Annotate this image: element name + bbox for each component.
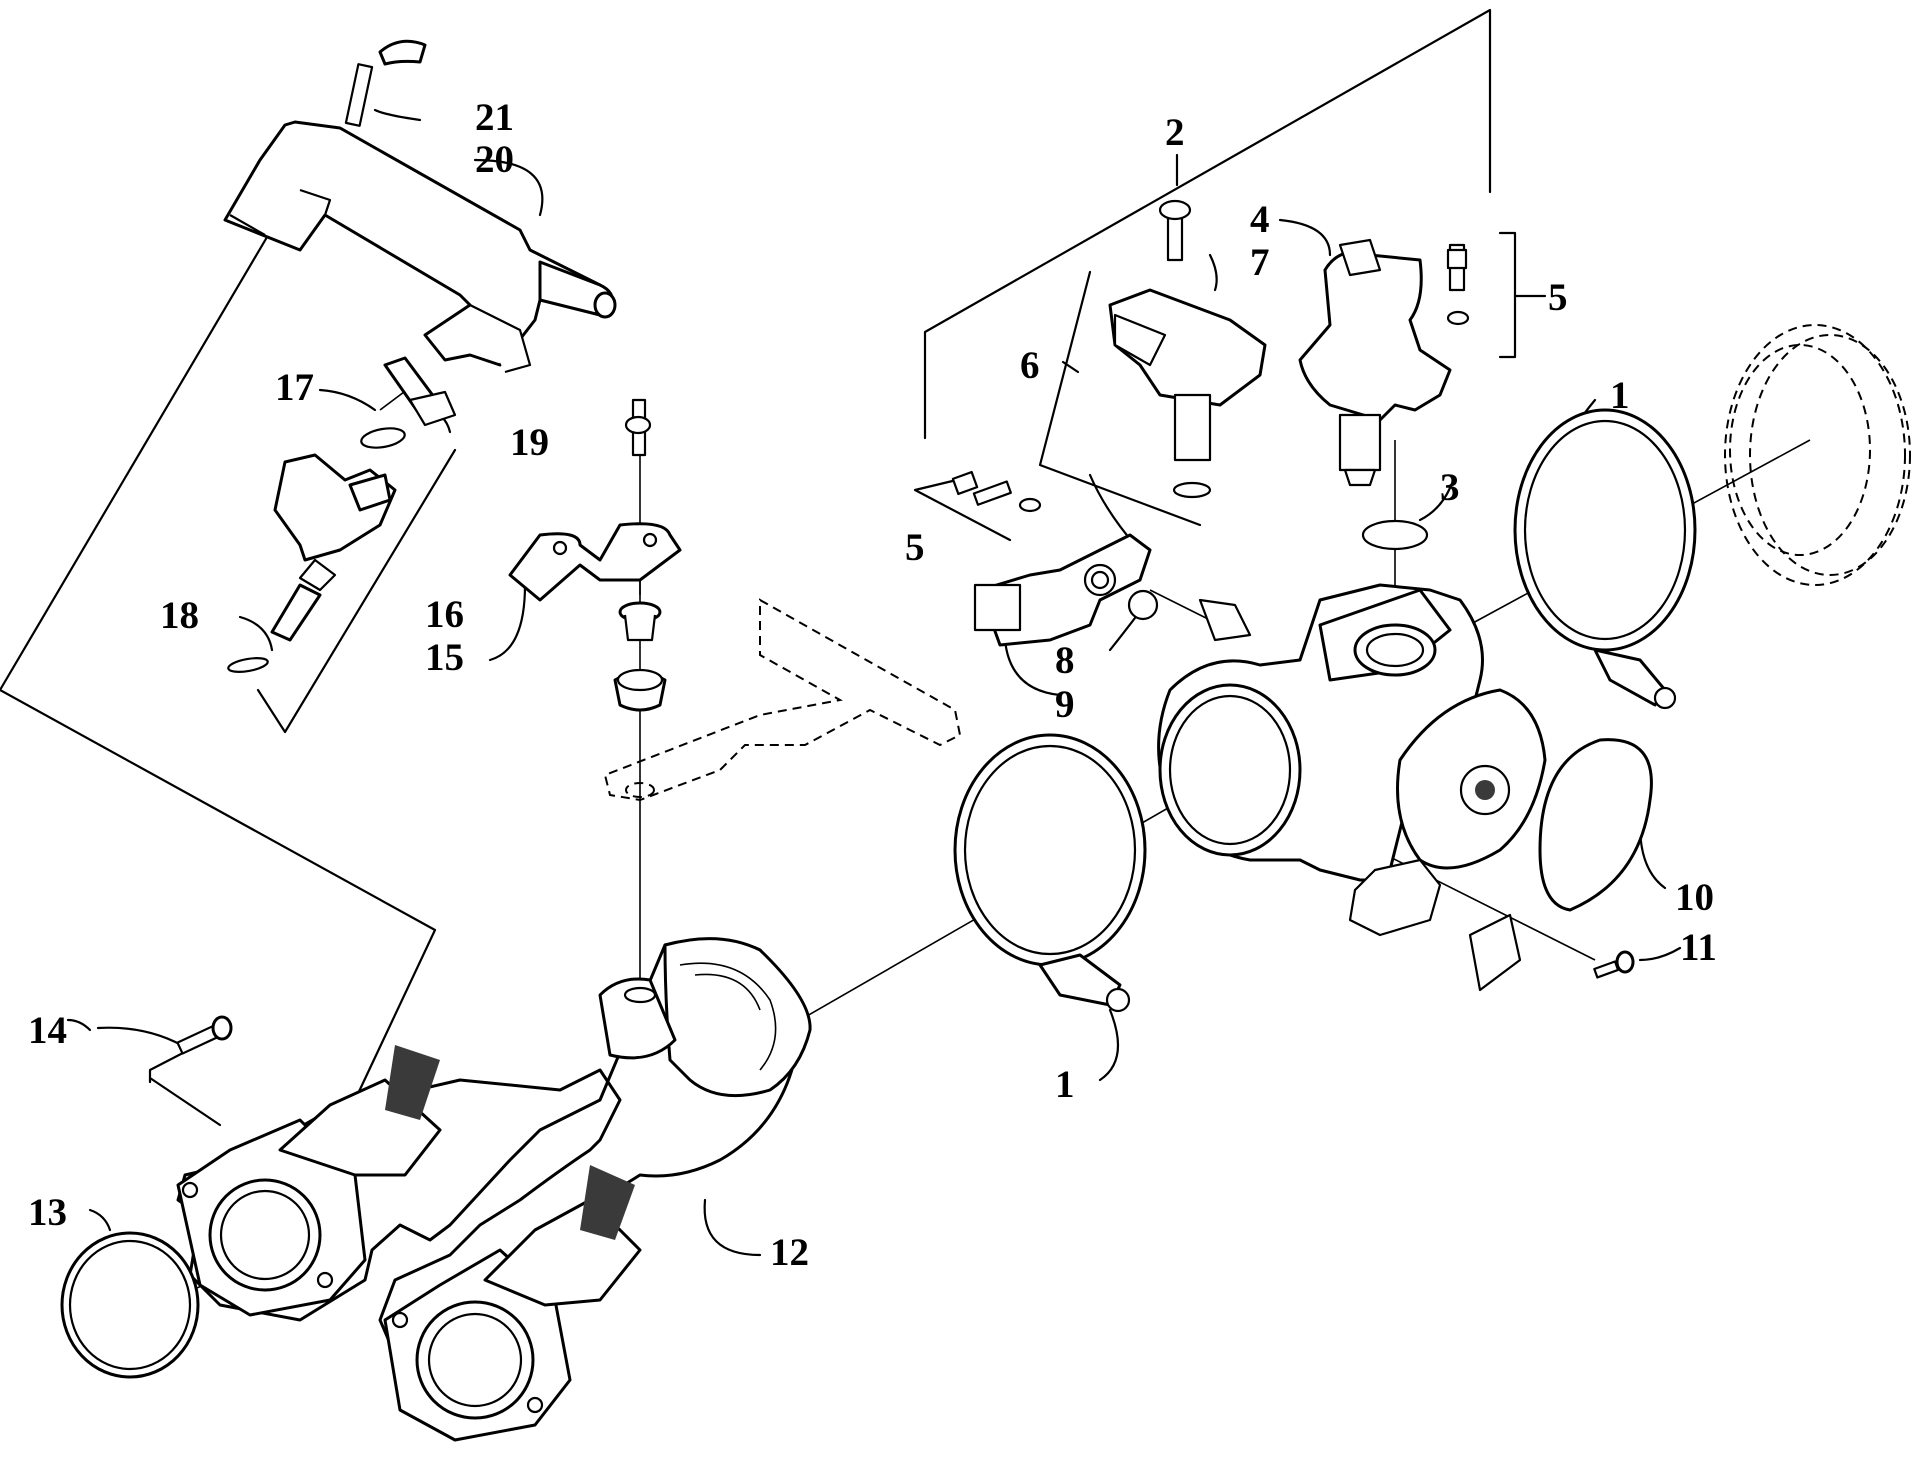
callout-15: 15 <box>425 636 464 679</box>
mounting-bracket <box>508 398 682 712</box>
callout-16: 16 <box>425 593 464 636</box>
callout-14: 14 <box>28 1009 67 1052</box>
manifold-screw <box>176 1025 219 1055</box>
callout-labels: 1 1 2 3 4 5 5 6 7 8 9 10 11 12 13 14 15 … <box>28 96 1717 1274</box>
callout-1-lower: 1 <box>1055 1063 1075 1106</box>
callout-9: 9 <box>1055 683 1075 726</box>
callout-1-upper: 1 <box>1610 374 1630 417</box>
idle-air-control-valve <box>1298 238 1470 551</box>
cover-screw <box>1593 960 1620 979</box>
hose-clamp-upper <box>1513 408 1697 710</box>
callout-18: 18 <box>160 594 199 637</box>
callout-6: 6 <box>1020 344 1040 387</box>
callout-13: 13 <box>28 1191 67 1234</box>
map-sensor <box>1108 199 1267 499</box>
callout-7: 7 <box>1250 241 1270 284</box>
reference-boot <box>1724 324 1911 586</box>
throttle-position-sensor <box>951 470 1159 647</box>
callout-11: 11 <box>1680 926 1717 969</box>
callout-20: 20 <box>475 138 514 181</box>
callout-19: 19 <box>510 421 549 464</box>
sensor-cover <box>1538 738 1653 912</box>
fuel-rail <box>223 39 617 374</box>
fuel-injector <box>227 356 457 673</box>
callout-4: 4 <box>1250 198 1270 241</box>
reference-bracket <box>603 598 962 802</box>
callout-10: 10 <box>1675 876 1714 919</box>
callout-17: 17 <box>275 366 314 409</box>
callout-12: 12 <box>770 1231 809 1274</box>
callout-5-left: 5 <box>905 526 925 569</box>
throttle-body <box>1157 583 1547 937</box>
callout-8: 8 <box>1055 639 1075 682</box>
callout-3: 3 <box>1440 466 1460 509</box>
callout-5-right: 5 <box>1548 276 1568 319</box>
callout-2: 2 <box>1165 111 1185 154</box>
callout-21: 21 <box>475 96 514 139</box>
intake-manifold <box>176 937 812 1442</box>
hose-clamp-lower <box>953 733 1147 1013</box>
